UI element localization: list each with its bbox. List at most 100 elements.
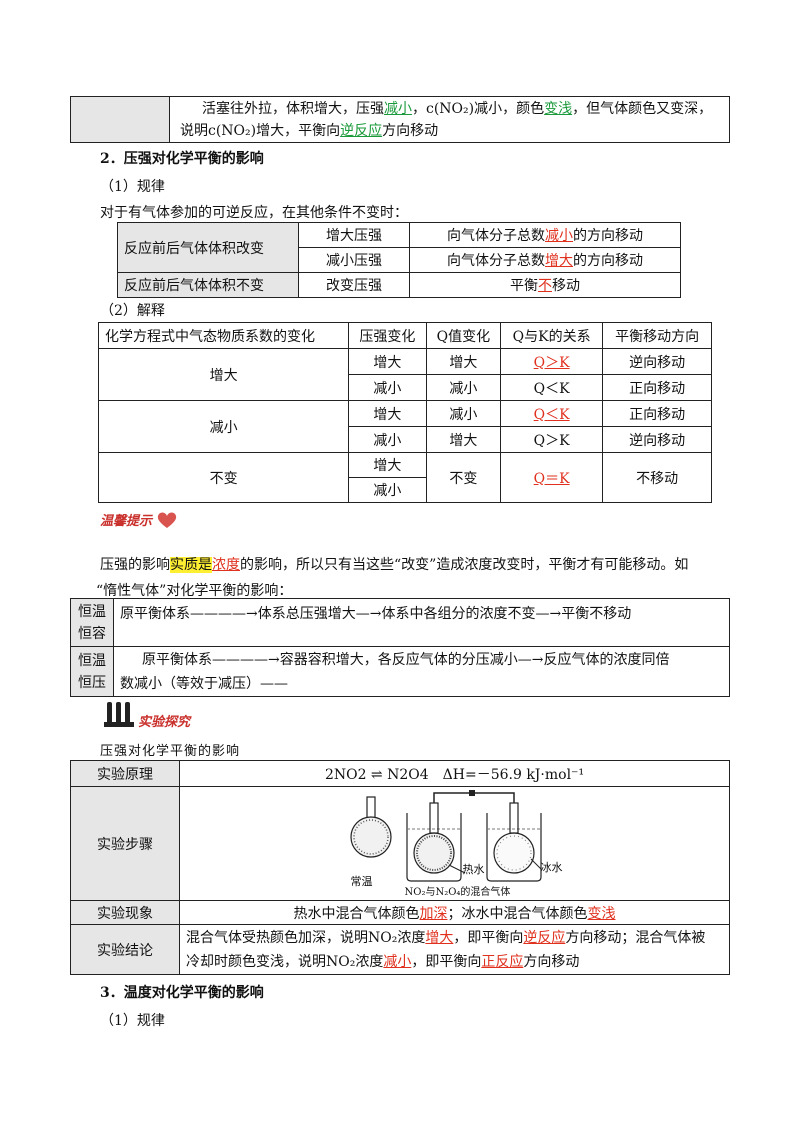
rule-r3-effect: 平衡不移动 (409, 272, 681, 298)
highlight: 逆反应 (523, 929, 566, 946)
highlight: 浓度 (212, 557, 240, 573)
concl-label: 实验结论 (70, 924, 180, 975)
explain-header: 化学方程式中气态物质系数的变化 (97, 322, 350, 349)
highlight: 逆反应 (340, 122, 383, 139)
cell-qk: Q＞K (500, 348, 604, 375)
text: 的方向移动 (573, 228, 643, 244)
text: 说明c(NO₂)增大，平衡向 (180, 122, 341, 139)
experiment-figure: 常温 热水 冰水 NO₂与N₂O₄的混合气体 (345, 789, 565, 899)
text: 活塞往外拉，体积增大，压强 (202, 100, 384, 117)
section3-title: 3．温度对化学平衡的影响 (100, 985, 264, 1001)
highlight: 增大 (425, 929, 454, 946)
cell-qk: Q＞K (500, 426, 604, 453)
cell: 不变 (425, 452, 502, 503)
tip-paragraph: 压强的影响实质是浓度的影响，所以只有当这些“改变”造成浓度改变时，平衡才有可能移… (96, 552, 740, 604)
highlight: 不 (538, 278, 552, 294)
rule-r3-cond: 改变压强 (298, 272, 410, 298)
cell: 增大 (348, 400, 427, 427)
heart-icon (157, 512, 177, 528)
tip-badge-label: 温馨提示 (100, 514, 153, 529)
group-label: 不变 (97, 452, 350, 503)
highlight: 变浅 (587, 905, 616, 922)
section2-sub1: （1）规律 (100, 179, 165, 195)
explain-header: Q与K的关系 (500, 322, 604, 349)
steps-figure-cell: 常温 热水 冰水 NO₂与N₂O₄的混合气体 (179, 786, 730, 901)
rule-row1-label: 反应前后气体体积改变 (117, 222, 299, 273)
highlight: Q＝K (533, 470, 570, 487)
tip-badge: 温馨提示 (100, 510, 178, 529)
steps-label: 实验步骤 (70, 786, 180, 901)
highlight: 减小 (384, 100, 412, 117)
inert-r2-label: 恒温恒压 (70, 646, 114, 697)
text: 方向移动 (523, 953, 580, 970)
text: 压强的影响 (100, 557, 170, 573)
cell: 正向移动 (602, 374, 712, 401)
experiment-badge: 实验探究 (104, 700, 190, 730)
highlight: 加深 (419, 905, 448, 922)
rule-row3-label: 反应前后气体体积不变 (117, 272, 299, 298)
rule-r1-effect: 向气体分子总数减小的方向移动 (409, 222, 681, 248)
cell: 正向移动 (602, 400, 712, 427)
text: ，即平衡向 (453, 929, 524, 946)
text: 热水中混合气体颜色 (293, 905, 420, 922)
text: ，但气体颜色又变深， (572, 100, 713, 117)
text: 方向移动；混合气体被 (565, 929, 706, 946)
text: 原平衡体系————→容器容积增大，各反应气体的分压减小—→反应气体的浓度同倍 (142, 651, 670, 668)
explain-header: Q值变化 (425, 322, 502, 349)
fig-label-room-temp: 常温 (350, 874, 373, 888)
highlight: 减小 (545, 228, 573, 244)
text: “惰性气体”对化学平衡的影响： (96, 583, 293, 599)
highlight: Q＜K (533, 406, 570, 423)
text: 混合气体受热颜色加深，说明NO₂浓度 (186, 929, 426, 946)
section2-sub2: （2）解释 (100, 303, 165, 319)
cell: 减小 (425, 400, 502, 427)
cell: 不移动 (602, 452, 712, 503)
text: 数减小（等效于减压）—— (120, 675, 288, 692)
explain-header: 平衡移动方向 (602, 322, 712, 349)
text: 冷却时颜色变浅，说明NO₂浓度 (186, 953, 384, 970)
text: 恒温 (78, 603, 106, 620)
principle-text: 2NO2 ⇌ N2O4 ΔH=－56.9 kJ·mol⁻¹ (179, 760, 730, 787)
text: 方向移动 (382, 122, 439, 139)
group-label: 减小 (97, 400, 350, 453)
experiment-table: 实验原理 2NO2 ⇌ N2O4 ΔH=－56.9 kJ·mol⁻¹ 实验步骤 (70, 760, 730, 975)
text: 平衡 (510, 278, 538, 294)
cell-qk: Q＝K (500, 452, 604, 503)
inert-gas-table: 恒温恒容 原平衡体系————→体系总压强增大—→体系中各组分的浓度不变—→平衡不… (70, 598, 730, 697)
inert-r2-text: 原平衡体系————→容器容积增大，各反应气体的分压减小—→反应气体的浓度同倍数减… (113, 646, 730, 697)
text: 恒容 (78, 625, 106, 642)
principle-label: 实验原理 (70, 760, 180, 787)
highlight: 增大 (545, 253, 573, 269)
text: 恒温 (78, 652, 106, 669)
text: ；冰水中混合气体颜色 (447, 905, 588, 922)
explain-table: 化学方程式中气态物质系数的变化 压强变化 Q值变化 Q与K的关系 平衡移动方向 … (97, 322, 712, 503)
cell: 减小 (425, 374, 502, 401)
text: ，即平衡向 (411, 953, 482, 970)
rule-table: 反应前后气体体积改变 增大压强 向气体分子总数减小的方向移动 减小压强 向气体分… (117, 222, 681, 298)
cell-qk: Q＜K (500, 400, 604, 427)
top-box-text: 活塞往外拉，体积增大，压强减小，c(NO₂)减小，颜色变浅，但气体颜色又变深， … (169, 96, 730, 143)
section2-title: 2．压强对化学平衡的影响 (100, 151, 264, 167)
phenom-text: 热水中混合气体颜色加深；冰水中混合气体颜色变浅 (179, 900, 730, 925)
cell-qk: Q＜K (500, 374, 604, 401)
fig-label-hot-water: 热水 (462, 862, 485, 876)
inert-r1-label: 恒温恒容 (70, 598, 114, 647)
text: 移动 (552, 278, 580, 294)
rule-r2-cond: 减小压强 (298, 247, 410, 273)
highlight: 正反应 (481, 953, 524, 970)
top-box: 活塞往外拉，体积增大，压强减小，c(NO₂)减小，颜色变浅，但气体颜色又变深， … (70, 96, 730, 143)
text: 向气体分子总数 (447, 253, 545, 269)
cell: 逆向移动 (602, 426, 712, 453)
cell: 增大 (348, 452, 427, 478)
cell: 增大 (425, 348, 502, 375)
rule-r2-effect: 向气体分子总数增大的方向移动 (409, 247, 681, 273)
concl-text: 混合气体受热颜色加深，说明NO₂浓度增大，即平衡向逆反应方向移动；混合气体被 冷… (179, 924, 730, 975)
text: 恒压 (78, 674, 106, 691)
section3-sub1: （1）规律 (100, 1013, 165, 1029)
cell: 增大 (348, 348, 427, 375)
test-tube-icon (104, 702, 134, 727)
cell: 减小 (348, 477, 427, 503)
phenom-label: 实验现象 (70, 900, 180, 925)
cell: 逆向移动 (602, 348, 712, 375)
experiment-title: 压强对化学平衡的影响 (100, 744, 241, 759)
